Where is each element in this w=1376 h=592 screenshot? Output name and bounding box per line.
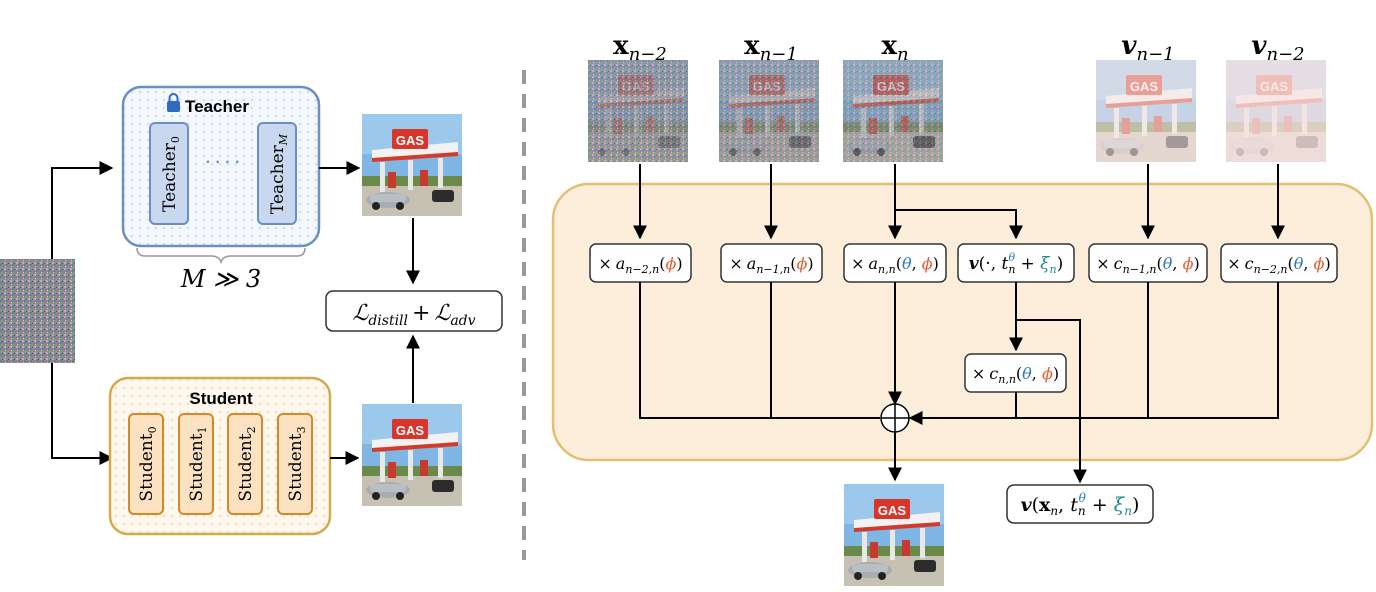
coef-formula-5: ×cn,n(θ, ϕ) [972,364,1059,386]
coef-formula-2: ×an,n(θ, ϕ) [851,254,939,276]
teacher-ellipsis: · · · · [206,154,241,171]
teacher-block: Teacher Teacher0 · · · · TeacherM [121,85,321,248]
input-image-2: GAS [843,60,943,162]
student-unit-label-1: Student1 [187,426,209,501]
student-unit-label-3: Student3 [286,426,308,501]
coef-formula-3: ×cn−1,n(θ, ϕ) [1096,254,1199,276]
noise-branch-arrows [51,161,114,465]
teacher-first-label: Teacher0 [160,136,182,212]
input-label-2: xn [881,31,908,65]
student-unit-2 [227,413,263,515]
student-unit-label-2: Student2 [236,426,258,501]
loss-formula: ℒdistill+ℒadv [352,301,475,329]
teacher-unit-first [149,122,189,225]
teacher-title: Teacher [185,97,249,116]
output-velocity-formula: v(xn, tnθ + ξn) [1021,491,1140,518]
input-label-0: xn−2 [613,31,667,65]
student-output-image: GAS [362,404,462,506]
noise-input-image [0,259,75,363]
sum-node [880,403,910,433]
teacher-output-image: GAS [362,114,462,216]
svg-text:GAS: GAS [1260,79,1289,94]
student-unit-0 [128,413,164,515]
input-image-0: GAS [588,60,688,162]
svg-text:GAS: GAS [878,503,907,518]
teacher-count-label: M ≫ 3 [180,265,261,293]
loss-box: ℒdistill+ℒadv [325,290,503,332]
student-unit-1 [178,413,214,515]
velocity-box-formula: v(·, tnθ + ξn) [969,251,1063,276]
coef-to-sum-lines [639,282,1279,484]
coef-formula-0: ×an−2,n(ϕ) [598,254,682,276]
coef-formula-4: ×cn−2,n(θ, ϕ) [1227,254,1330,276]
output-velocity-box: v(xn, tnθ + ξn) [1006,484,1154,524]
sampler-output-image: GAS [844,484,944,586]
student-unit-label-0: Student0 [137,426,159,501]
student-title: Student [189,389,253,408]
input-label-1: xn−1 [744,31,798,65]
svg-text:GAS: GAS [396,423,425,438]
input-to-coef-arrows [633,164,1285,240]
teacher-unit-last [257,122,297,225]
student-unit-3 [277,413,313,515]
teacher-last-label: TeacherM [268,133,290,214]
input-image-1: GAS [719,60,819,162]
input-label-3: vn−1 [1121,31,1174,65]
lock-icon [167,93,180,112]
svg-text:GAS: GAS [1130,79,1159,94]
teacher-count-brace [136,247,306,265]
coef-formula-1: ×an−1,n(ϕ) [729,254,813,276]
student-block: Student Student0 Student1 Student2 Student3 [108,376,332,536]
input-image-4: GAS [1226,60,1326,162]
input-image-3: GAS [1096,60,1196,162]
svg-text:GAS: GAS [396,133,425,148]
velocity-box: v(·, tnθ + ξn) [957,243,1075,283]
input-label-4: vn−2 [1251,31,1304,65]
